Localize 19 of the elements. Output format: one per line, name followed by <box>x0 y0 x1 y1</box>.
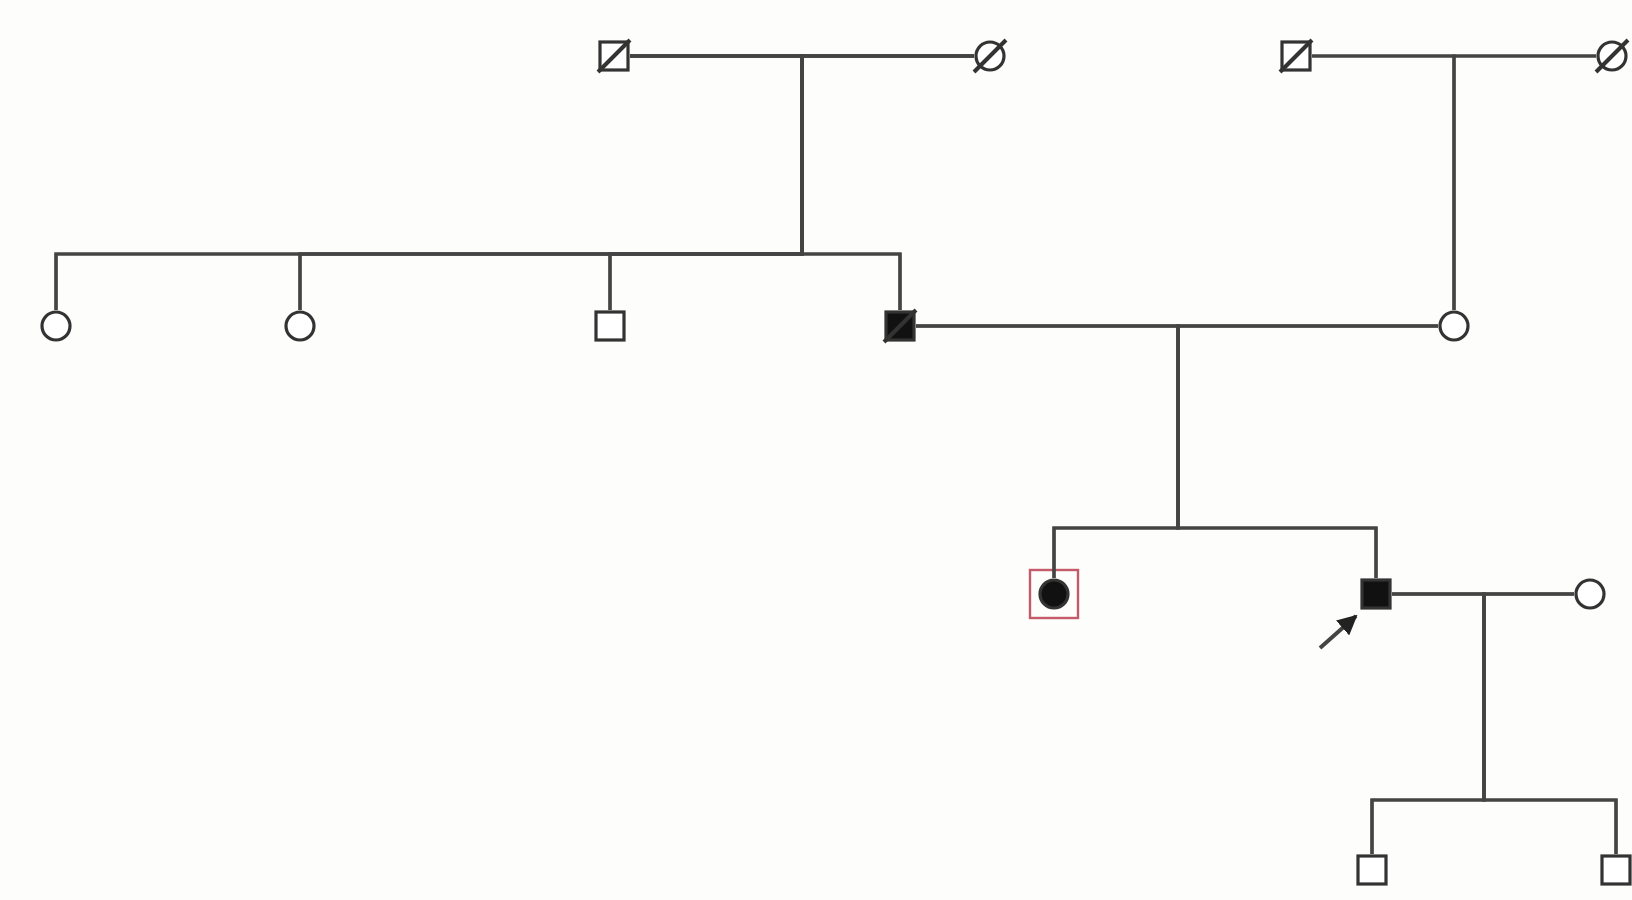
female-affected-symbol <box>1038 578 1070 610</box>
male-symbol <box>1356 854 1388 886</box>
male-symbol <box>1600 854 1632 886</box>
male-deceased-symbol <box>1280 40 1312 72</box>
proband-arrow <box>1318 614 1358 650</box>
male-deceased-symbol <box>598 40 630 72</box>
female-symbol <box>40 310 72 342</box>
descent-line <box>1176 324 1438 578</box>
female-symbol <box>1438 310 1470 342</box>
male-affected-symbol <box>1360 578 1392 610</box>
descent-line <box>1452 54 1596 310</box>
female-deceased-symbol <box>1596 40 1628 72</box>
female-symbol <box>284 310 316 342</box>
female-deceased-symbol <box>974 40 1006 72</box>
descent-line <box>800 54 974 310</box>
male-symbol <box>594 310 626 342</box>
male-affected-deceased-symbol <box>884 310 916 342</box>
female-symbol <box>1574 578 1606 610</box>
descent-line <box>1482 592 1618 854</box>
